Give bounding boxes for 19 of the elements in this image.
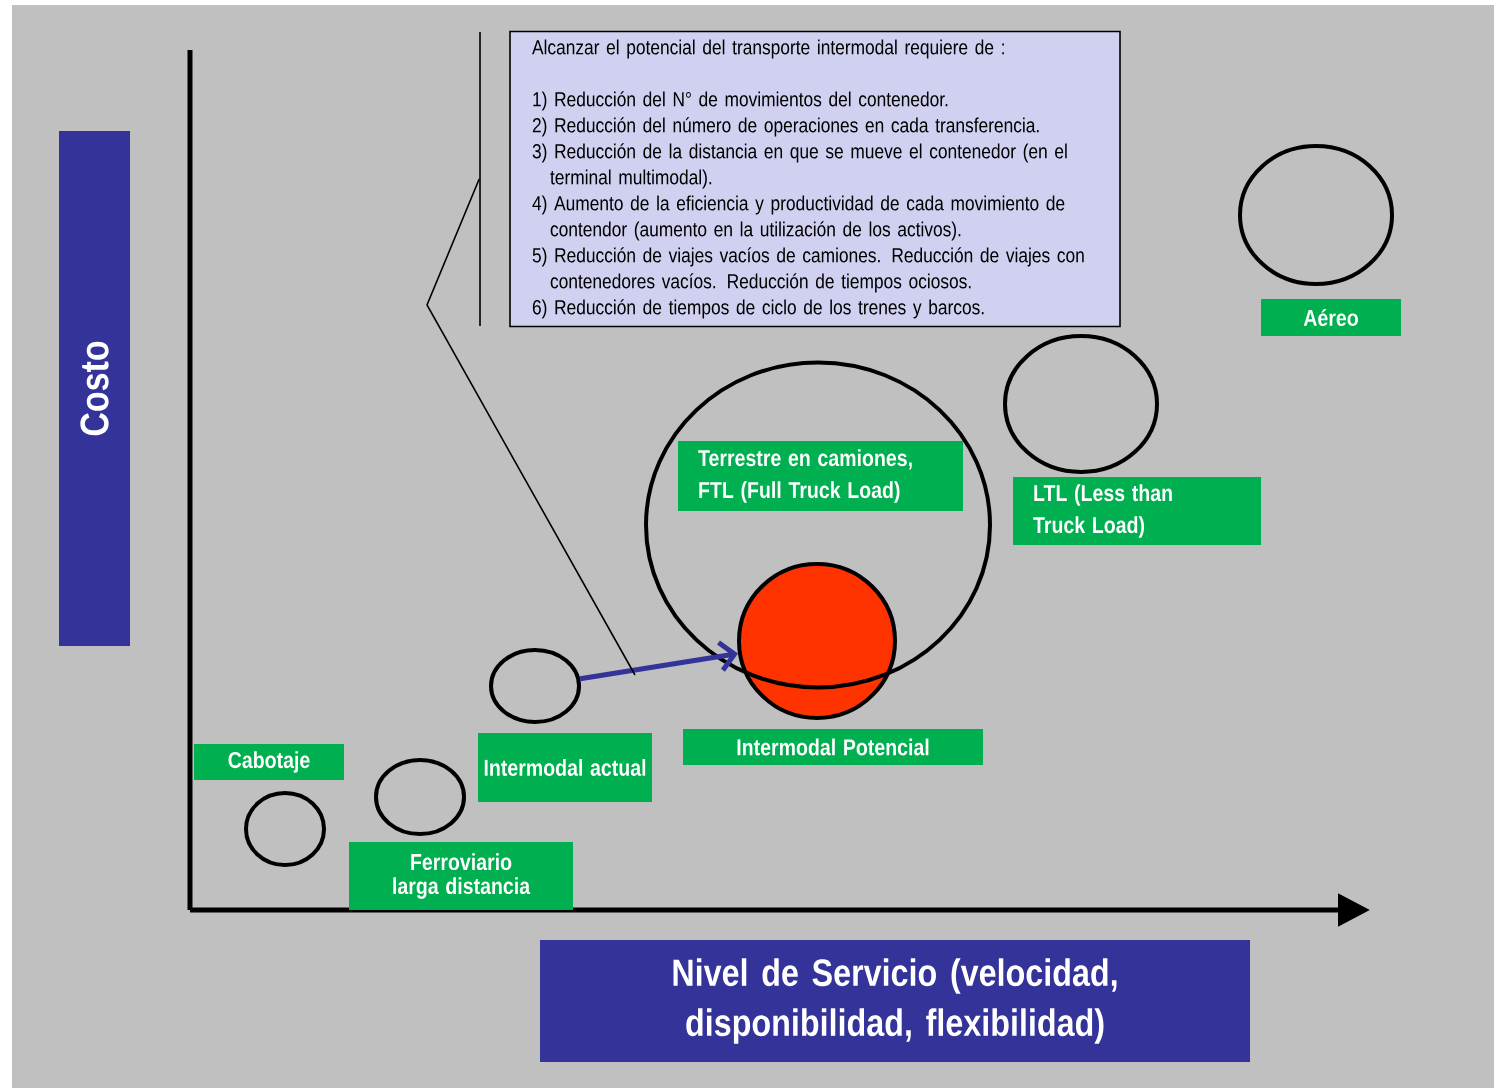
label-box: Intermodal actual — [478, 733, 652, 802]
label-box: Intermodal Potencial — [683, 729, 983, 765]
circle — [374, 758, 466, 836]
axis-title-band: Costo — [59, 131, 130, 646]
circle — [1003, 334, 1159, 474]
label-box: Ferroviario larga distancia — [349, 842, 573, 910]
circle — [644, 360, 992, 690]
label-box: Aéreo — [1261, 299, 1401, 336]
callout-box: Alcanzar el potencial del transporte intermodal requiere de : 1) Reducción del N° de movimientos del contenedor. 2) Reducción del número de operaciones en cada transferencia. 3) Reducción de la distancia en que se mueve el contenedor (en el terminal multimodal). 4) Aumento de la eficiencia y productividad de cada movimiento de contendor (aumento en la utilización de los activos). 5) Reducción de viajes vacíos de camiones. Reducción de viajes con contenedores vacíos. Reducción de tiempos ociosos. 6) Reducción de tiempos de ciclo de los trenes y barcos. — [509, 30, 1121, 328]
leader-line — [426, 178, 636, 676]
label-box: LTL (Less than Truck Load) — [1013, 477, 1261, 545]
arrow — [579, 640, 739, 682]
label-box: Terrestre en camiones, FTL (Full Truck Load) — [678, 441, 963, 511]
circle — [244, 791, 326, 867]
circle — [1238, 144, 1394, 286]
axis-title-band: Nivel de Servicio (velocidad, disponibilidad, flexibilidad) — [540, 940, 1250, 1062]
circle — [737, 562, 897, 720]
circle — [489, 648, 581, 724]
label-box: Cabotaje — [194, 744, 344, 780]
